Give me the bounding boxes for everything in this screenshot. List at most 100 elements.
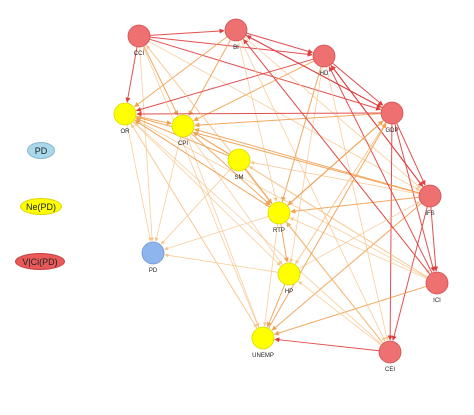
node-circle[interactable] [127, 24, 151, 48]
edge-hd-cpi [193, 60, 315, 122]
edge-or-cpi [135, 115, 172, 126]
edge-cei-unemp [274, 337, 380, 352]
node-label: HD [320, 71, 329, 77]
node-ifs[interactable]: IFS [418, 184, 442, 217]
legend-label: Ne(PD) [25, 201, 56, 212]
node-label: ICI [433, 298, 441, 304]
edge-bi-cei [240, 39, 386, 342]
edge-ici-bi [243, 39, 431, 275]
node-circle[interactable] [267, 201, 291, 225]
node-label: CPI [178, 141, 188, 147]
node-circle[interactable] [378, 340, 402, 364]
edge-ifs-ici [430, 206, 439, 272]
edge-cpi-unemp [186, 136, 260, 328]
node-label: SM [235, 175, 244, 181]
edge-hp-ifs [298, 201, 420, 270]
node-label: HP [285, 289, 293, 295]
edge-rtp-gdp [286, 120, 384, 207]
legend-item-pd: PD [27, 142, 55, 159]
node-cpi[interactable]: CPI [171, 114, 195, 147]
edge-gdp-cei [387, 123, 393, 341]
node-label: CEI [385, 367, 395, 373]
edge-or-hp [132, 121, 281, 266]
node-circle[interactable] [380, 101, 404, 125]
edge-rtp-or [134, 120, 271, 208]
edge-gdp-or [136, 111, 382, 117]
edge-rtp-pd [164, 215, 269, 251]
node-cei[interactable]: CEI [378, 340, 402, 373]
node-circle[interactable] [141, 241, 165, 265]
node-label: GDP [385, 128, 398, 134]
edge-ifs-unemp [271, 202, 422, 331]
node-sm[interactable]: SM [227, 148, 251, 181]
edge-ici-hd [328, 66, 433, 274]
node-label: BI [233, 45, 239, 51]
node-unemp[interactable]: UNEMP [251, 326, 275, 359]
node-cci[interactable]: CCI [127, 24, 151, 57]
edge-unemp-or [130, 123, 258, 329]
edge-sm-cpi [192, 131, 230, 155]
node-pd[interactable]: PD [141, 241, 165, 274]
edge-cci-bi [149, 28, 225, 36]
edge-layer [125, 28, 439, 352]
edge-cci-gdp [149, 38, 381, 111]
edge-bi-or [134, 36, 228, 108]
edge-hp-gdp [294, 122, 386, 265]
node-circle[interactable] [227, 148, 251, 172]
node-circle[interactable] [113, 102, 137, 126]
edge-ifs-sm [250, 160, 420, 195]
edge-ici-rtp [289, 217, 428, 279]
edge-cpi-hp [189, 134, 283, 265]
edge-cpi-pd [154, 136, 181, 242]
edge-unemp-gdp [268, 122, 387, 329]
edge-gdp-cpi [194, 113, 382, 128]
edge-cci-ifs [148, 40, 420, 191]
edge-hd-gdp [332, 62, 384, 106]
node-or[interactable]: OR [113, 102, 137, 135]
edge-cci-pd [139, 46, 154, 242]
node-bi[interactable]: BI [224, 18, 248, 51]
edge-hp-pd [164, 253, 279, 273]
edge-rtp-unemp [262, 223, 279, 327]
edge-cci-or [125, 46, 138, 103]
node-circle[interactable] [251, 326, 275, 350]
edge-bi-hd [246, 32, 313, 54]
edge-bi-cpi [188, 39, 232, 116]
edge-gdp-ifs [396, 122, 426, 186]
legend-item-v-ci-pd: V|Ci(PD) [15, 253, 65, 270]
edge-ifs-rtp [290, 196, 420, 214]
edge-cci-hd [149, 36, 313, 57]
node-label: RTP [273, 228, 285, 234]
node-circle[interactable] [224, 18, 248, 42]
node-label: CCI [134, 51, 145, 57]
node-rtp[interactable]: RTP [267, 201, 291, 234]
node-circle[interactable] [425, 271, 449, 295]
edge-unemp-cci [143, 46, 260, 328]
edge-cei-hp [298, 281, 382, 346]
node-circle[interactable] [171, 114, 195, 138]
node-label: PD [149, 268, 158, 274]
edge-sm-rtp [245, 168, 273, 204]
node-label: IFS [425, 211, 434, 217]
edge-hd-rtp [281, 66, 322, 202]
node-circle[interactable] [418, 184, 442, 208]
node-ici[interactable]: ICI [425, 271, 449, 304]
edge-or-pd [126, 124, 152, 242]
node-label: OR [121, 129, 131, 135]
edge-hp-unemp [266, 284, 286, 328]
edge-cci-cpi [143, 45, 179, 116]
node-gdp[interactable]: GDP [380, 101, 404, 134]
node-hd[interactable]: HD [312, 44, 336, 77]
node-label: UNEMP [252, 353, 274, 359]
legend-item-ne-pd: Ne(PD) [20, 198, 62, 215]
node-layer: CCI BI HD GDP IFS ICI CEI OR CPI SM RTP HP UNEMP PD [113, 18, 449, 373]
edge-rtp-hp [280, 223, 289, 263]
edge-ifs-cpi [194, 128, 420, 194]
node-circle[interactable] [312, 44, 336, 68]
edge-hd-hp [289, 66, 323, 263]
node-hp[interactable]: HP [277, 262, 301, 295]
edge-gdp-bi [246, 35, 383, 109]
node-circle[interactable] [277, 262, 301, 286]
edge-hd-cei [326, 66, 389, 341]
